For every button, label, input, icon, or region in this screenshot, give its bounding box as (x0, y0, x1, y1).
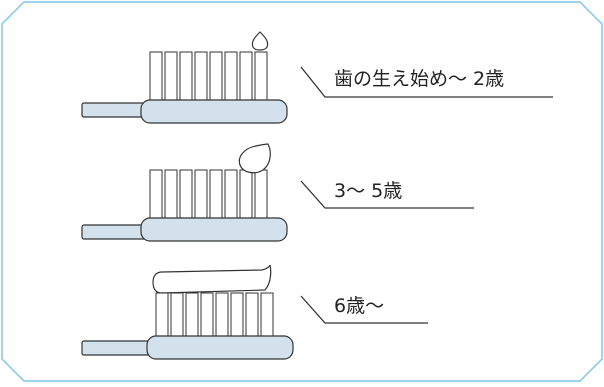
bristle-tuft (179, 169, 193, 221)
bristle-group (155, 292, 274, 344)
paste-strip-full (152, 264, 272, 294)
bristle-tuft (224, 169, 238, 221)
bristle-tuft (254, 51, 268, 103)
bristle-tuft (209, 169, 223, 221)
leader-line-row1 (300, 66, 553, 98)
brush-head (140, 99, 288, 124)
bristle-group (149, 51, 268, 103)
bristle-tuft (239, 51, 253, 103)
label-row3: 6歳～ (334, 295, 385, 317)
toothbrush-pea (81, 143, 288, 242)
paste-dab-rice-grain (251, 31, 269, 51)
bristle-tuft (209, 51, 223, 103)
brush-head (140, 217, 288, 242)
bristle-tuft (254, 169, 268, 221)
bristle-tuft (194, 169, 208, 221)
leader-line-row3 (300, 295, 428, 324)
bristle-tuft (239, 169, 253, 221)
bristle-tuft (149, 51, 163, 103)
leader-line-row2 (300, 180, 474, 209)
bristle-tuft (194, 51, 208, 103)
toothbrush-rice-grain (81, 31, 288, 124)
bristle-tuft (224, 51, 238, 103)
bristle-tuft (164, 51, 178, 103)
paste-dab-pea (238, 143, 271, 174)
label-row1: 歯の生え始め～ 2歳 (334, 68, 505, 90)
bristle-tuft (179, 51, 193, 103)
brush-head (146, 335, 294, 360)
bristle-tuft (149, 169, 163, 221)
bristle-tuft (164, 169, 178, 221)
toothbrush-full (81, 264, 294, 360)
label-row2: 3～ 5歳 (334, 180, 403, 202)
